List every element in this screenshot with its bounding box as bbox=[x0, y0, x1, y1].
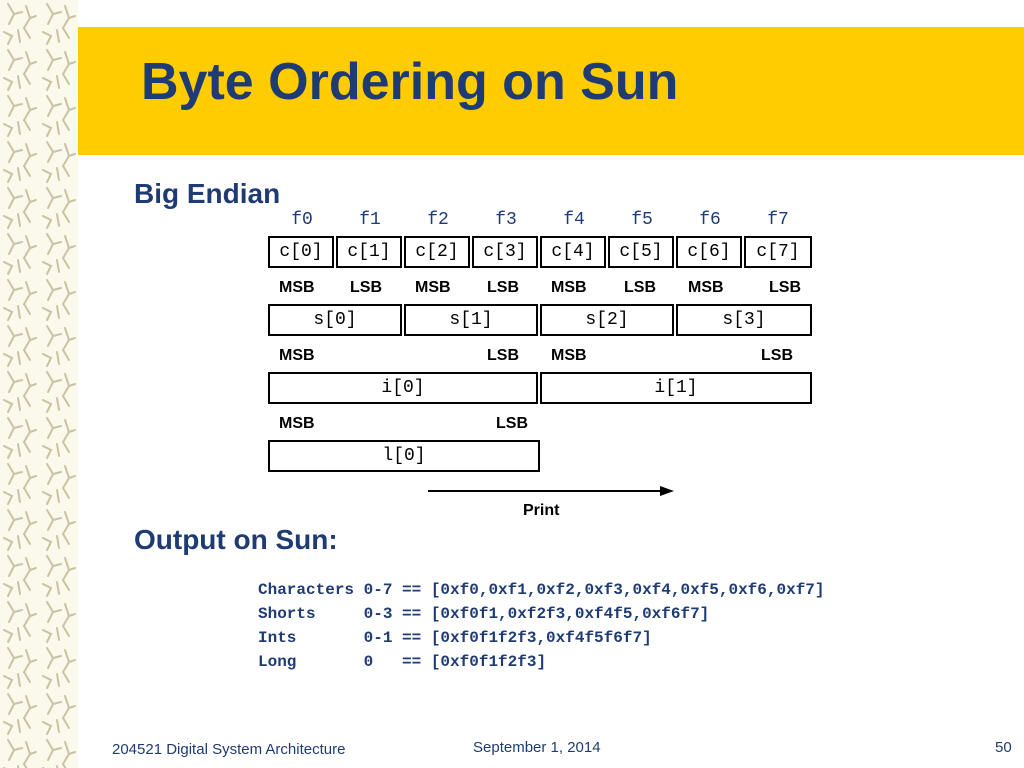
address-label: f7 bbox=[767, 210, 789, 230]
msb-label: MSB bbox=[279, 415, 315, 432]
char-cell: c[7] bbox=[744, 236, 812, 268]
decorative-side-pattern bbox=[0, 0, 78, 768]
address-label: f0 bbox=[291, 210, 313, 230]
output-line: Long 0 == [0xf0f1f2f3] bbox=[258, 653, 547, 671]
output-line: Characters 0-7 == [0xf0,0xf1,0xf2,0xf3,0… bbox=[258, 581, 825, 599]
msb-label: MSB bbox=[279, 279, 315, 296]
char-cell: c[1] bbox=[336, 236, 402, 268]
output-line: Shorts 0-3 == [0xf0f1,0xf2f3,0xf4f5,0xf6… bbox=[258, 605, 710, 623]
msb-label: MSB bbox=[688, 279, 724, 296]
msb-label: MSB bbox=[551, 279, 587, 296]
lsb-label: LSB bbox=[487, 279, 519, 296]
print-label: Print bbox=[523, 502, 560, 519]
char-cell: c[3] bbox=[472, 236, 538, 268]
char-cell: c[6] bbox=[676, 236, 742, 268]
long-cell: l[0] bbox=[268, 440, 540, 472]
short-cell: s[1] bbox=[404, 304, 538, 336]
address-label: f5 bbox=[631, 210, 653, 230]
char-cell: c[4] bbox=[540, 236, 606, 268]
print-direction-arrow-icon bbox=[428, 486, 674, 496]
address-label: f4 bbox=[563, 210, 585, 230]
big-endian-heading: Big Endian bbox=[134, 178, 281, 209]
short-cell: s[3] bbox=[676, 304, 812, 336]
slide-title: Byte Ordering on Sun bbox=[141, 53, 679, 111]
msb-label: MSB bbox=[551, 347, 587, 364]
output-heading: Output on Sun: bbox=[134, 524, 338, 555]
msb-label: MSB bbox=[279, 347, 315, 364]
lsb-label: LSB bbox=[350, 279, 382, 296]
int-cell: i[0] bbox=[268, 372, 538, 404]
address-label: f1 bbox=[359, 210, 381, 230]
char-cell: c[5] bbox=[608, 236, 674, 268]
address-label: f6 bbox=[699, 210, 721, 230]
short-cell: s[2] bbox=[540, 304, 674, 336]
lsb-label: LSB bbox=[761, 347, 793, 364]
lsb-label: LSB bbox=[487, 347, 519, 364]
int-cell: i[1] bbox=[540, 372, 812, 404]
output-line: Ints 0-1 == [0xf0f1f2f3,0xf4f5f6f7] bbox=[258, 629, 652, 647]
char-cell: c[0] bbox=[268, 236, 334, 268]
lsb-label: LSB bbox=[769, 279, 801, 296]
output-code-block: Characters 0-7 == [0xf0,0xf1,0xf2,0xf3,0… bbox=[258, 578, 825, 674]
short-cell: s[0] bbox=[268, 304, 402, 336]
title-bar bbox=[78, 27, 1024, 155]
footer-date: September 1, 2014 bbox=[473, 739, 601, 756]
footer-course: 204521 Digital System Architecture bbox=[112, 741, 346, 758]
lsb-label: LSB bbox=[496, 415, 528, 432]
lsb-label: LSB bbox=[624, 279, 656, 296]
page-number: 50 bbox=[995, 739, 1012, 756]
address-label: f2 bbox=[427, 210, 449, 230]
msb-label: MSB bbox=[415, 279, 451, 296]
address-label: f3 bbox=[495, 210, 517, 230]
char-cell: c[2] bbox=[404, 236, 470, 268]
